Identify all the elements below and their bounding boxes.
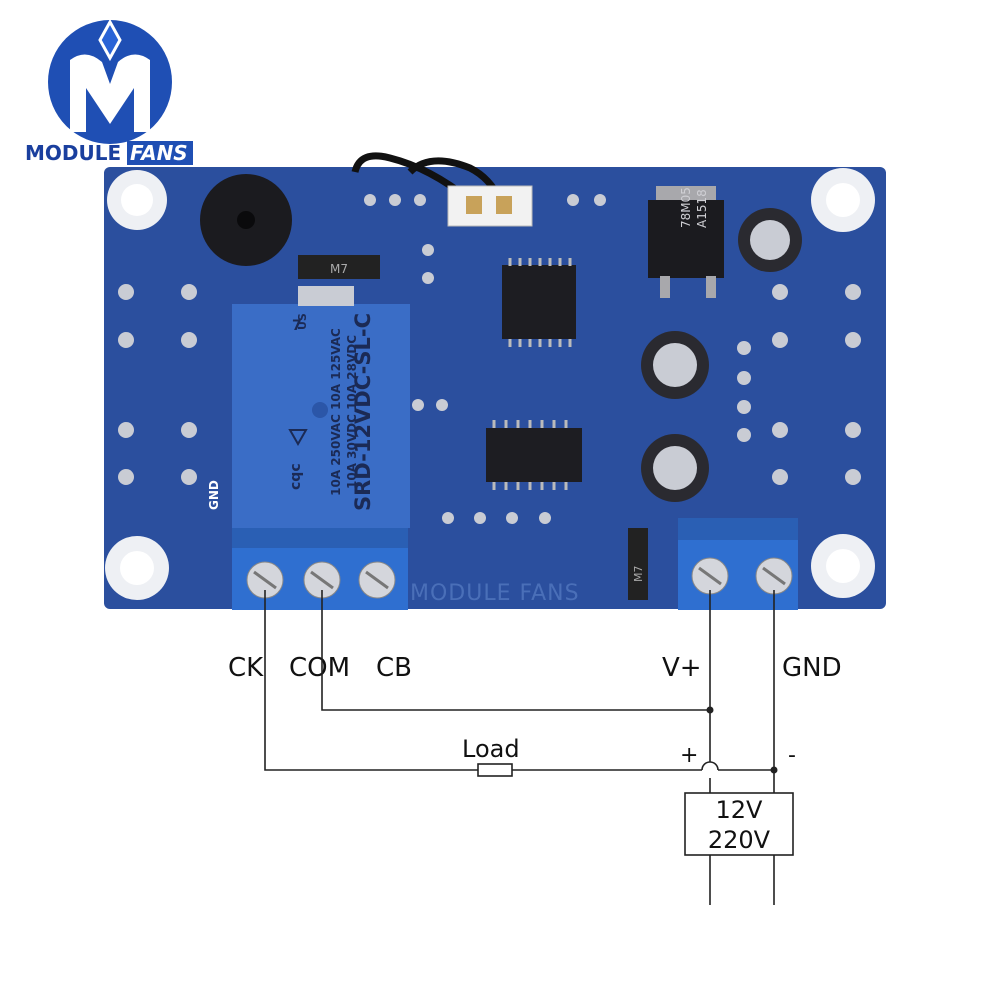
circuit-labels: Load + - 12V 220V xyxy=(462,735,796,854)
svg-text:M7: M7 xyxy=(632,566,645,583)
relay-cqc-mark: cqc xyxy=(288,463,304,490)
silk-gnd: GND xyxy=(207,480,221,510)
sensor-connector xyxy=(351,152,533,227)
label-gnd: GND xyxy=(782,653,842,683)
logo-text-module: MODULE xyxy=(25,141,121,165)
relay-rating-2: 10A 30VDC 10A 28VDC xyxy=(345,335,359,489)
wiring xyxy=(264,590,794,905)
junction-gnd xyxy=(770,766,778,774)
smd-diode-top: M7 xyxy=(298,255,380,279)
svg-text:M7: M7 xyxy=(330,262,348,276)
pin-headers xyxy=(118,194,861,524)
wire-com xyxy=(321,590,710,711)
regulator-label-1: 78M05 xyxy=(679,187,693,228)
regulator-label-2: A1518 xyxy=(695,189,709,228)
relay: SRD-12VDC-SL-C 10A 250VAC 10A 125VAC 10A… xyxy=(232,286,410,528)
relay-model: SRD-12VDC-SL-C xyxy=(351,313,375,511)
label-load: Load xyxy=(462,735,520,763)
pcb-board: M7 78M05 A1518 xyxy=(104,152,886,610)
electrolytic-capacitors xyxy=(641,208,802,502)
label-supply-12v: 12V xyxy=(716,796,764,824)
relay-us-mark: US xyxy=(296,313,309,330)
mounting-holes xyxy=(105,168,875,600)
label-vplus: V+ xyxy=(662,653,702,683)
label-plus: + xyxy=(680,743,698,768)
smd-diode-right: M7 xyxy=(628,528,648,600)
label-supply-220v: 220V xyxy=(708,826,771,854)
logo-diamond-icon xyxy=(98,18,122,62)
label-com: COM xyxy=(289,653,350,683)
warning-triangle-icon xyxy=(288,429,308,447)
load-resistor xyxy=(477,763,513,777)
buzzer xyxy=(200,174,292,266)
logo-text-fans: FANS xyxy=(130,141,188,165)
wire-crossover xyxy=(701,761,719,771)
brand-logo: MODULE FANS xyxy=(25,18,193,165)
power-terminal-block xyxy=(678,518,798,610)
mcu-chip xyxy=(502,258,576,347)
wire-ck xyxy=(264,590,478,771)
relay-pin-mark: 7 xyxy=(292,318,302,334)
relay-terminal-block xyxy=(232,528,408,610)
relay-rating-1: 10A 250VAC 10A 125VAC xyxy=(329,328,343,496)
label-cb: CB xyxy=(376,653,412,683)
terminal-labels: CK COM CB V+ GND xyxy=(228,653,842,683)
power-supply-box xyxy=(684,792,794,856)
logo-fans-bg xyxy=(127,141,193,165)
label-ck: CK xyxy=(228,653,264,683)
label-minus: - xyxy=(788,743,796,768)
driver-chip xyxy=(486,420,582,490)
logo-m-mark xyxy=(70,54,150,132)
voltage-regulator: 78M05 A1518 xyxy=(648,186,724,298)
silk-brand: MODULE FANS xyxy=(410,581,580,606)
